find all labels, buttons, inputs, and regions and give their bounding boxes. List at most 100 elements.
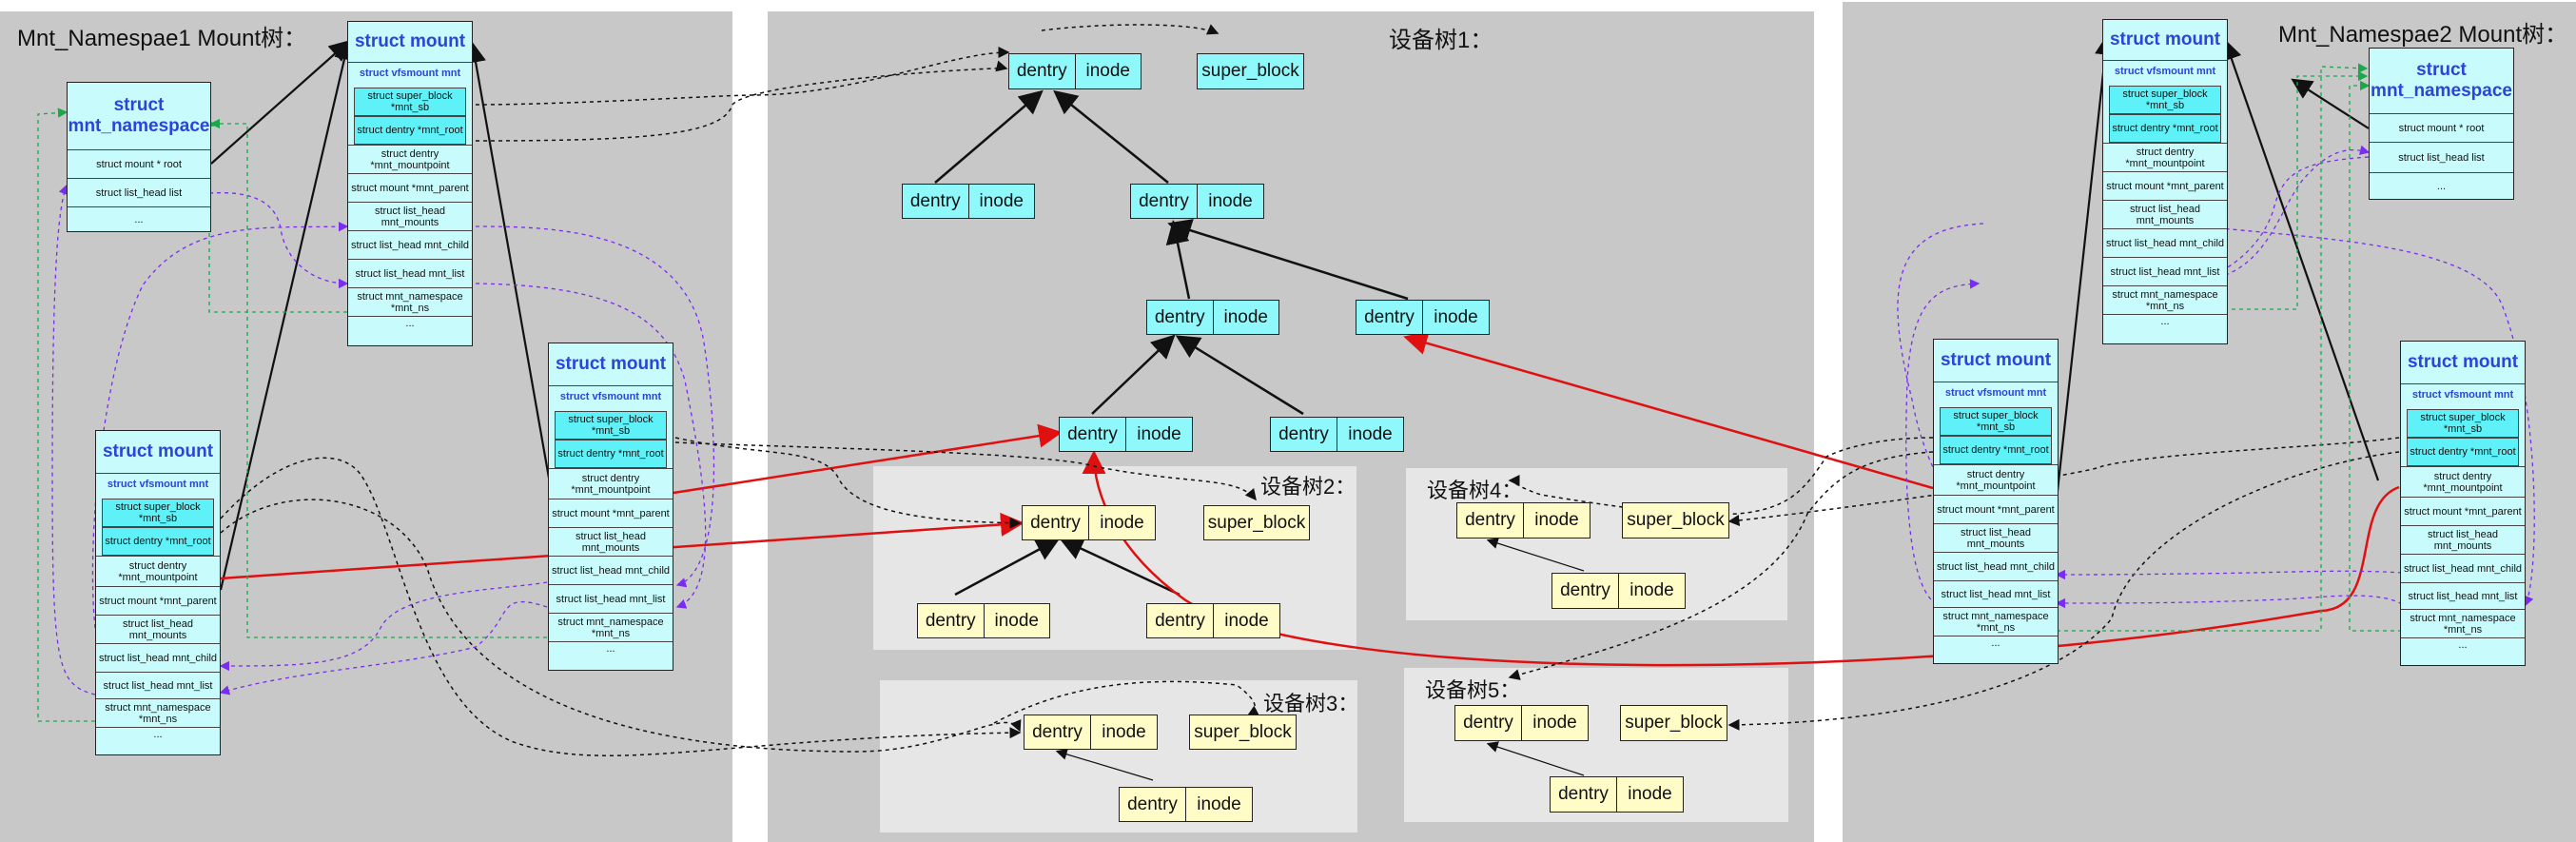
dentry-label: dentry [1032, 721, 1083, 742]
dt3-super-block: super_block [1189, 715, 1297, 750]
dentry-label: dentry [1127, 793, 1178, 814]
dt5-super-block: super_block [1620, 705, 1727, 741]
mnt-root-field: struct dentry *mnt_root [1940, 436, 2052, 464]
ns-list-field: struct list_head list [68, 178, 210, 206]
inode-label: inode [1090, 715, 1157, 749]
device-tree-3-title: 设备树3： [1263, 692, 1359, 715]
child-field: struct list_head mnt_child [2401, 554, 2525, 582]
inode-label: inode [1088, 506, 1155, 539]
more-field: ... [348, 316, 472, 329]
dentry-label: dentry [1154, 306, 1205, 327]
struct-title: struct mount [354, 31, 466, 51]
struct-mount: struct mount struct vfsmount mnt struct … [347, 21, 473, 346]
dentry-label: dentry [1155, 610, 1205, 631]
device-tree-2-title: 设备树2： [1260, 475, 1356, 499]
dt1-dentry-inode: dentry inode [1270, 417, 1404, 452]
dentry-label: dentry [909, 190, 961, 211]
inode-label: inode [1521, 706, 1588, 740]
struct-mount: struct mount struct vfsmount mnt struct … [1933, 339, 2059, 664]
ns-root-field: struct mount * root [68, 149, 210, 178]
inode-label: inode [1212, 301, 1279, 334]
mnt-namespace-2: struct mnt_namespace struct mount * root… [2369, 48, 2514, 200]
ns-root-field: struct mount * root [2370, 113, 2513, 142]
dentry-label: dentry [1030, 512, 1081, 533]
left-panel-title: Mnt_Namespae1 Mount树： [17, 26, 307, 51]
mnt-root-field: struct dentry *mnt_root [102, 527, 214, 556]
dt4-dentry-inode: dentry inode [1551, 573, 1686, 609]
mounts-field: struct list_head mnt_mounts [2401, 525, 2525, 554]
struct-title: struct mount [102, 441, 214, 461]
dentry-label: dentry [1139, 190, 1189, 211]
child-field: struct list_head mnt_child [1934, 552, 2058, 580]
struct-title: struct mnt_namespace [2371, 60, 2512, 101]
edge [934, 89, 1044, 184]
child-field: struct list_head mnt_child [2103, 228, 2227, 257]
mnt-sb-field: struct super_block *mnt_sb [1940, 407, 2052, 436]
mnt-ns-field: struct mnt_namespace *mnt_ns [96, 698, 220, 727]
dt1-dentry-inode: dentry inode [1130, 184, 1264, 219]
mnt-ns-field: struct mnt_namespace *mnt_ns [549, 613, 673, 641]
dt5-root-dentry-inode: dentry inode [1454, 705, 1589, 741]
dt1-dentry-inode: dentry inode [902, 184, 1035, 219]
struct-title: struct mount [2407, 352, 2519, 372]
inode-label: inode [1337, 418, 1403, 451]
parent-field: struct mount *mnt_parent [348, 173, 472, 202]
dentry-label: dentry [1067, 423, 1118, 444]
dt2-dentry-inode: dentry inode [917, 603, 1050, 638]
mnt-sb-field: struct super_block *mnt_sb [555, 411, 667, 440]
dt3-dentry-inode: dentry inode [1119, 787, 1253, 822]
mnt-sb-field: struct super_block *mnt_sb [2407, 409, 2519, 438]
mountpoint-field: struct dentry *mnt_mountpoint [2401, 466, 2525, 497]
parent-field: struct mount *mnt_parent [2401, 497, 2525, 525]
mountpoint-field: struct dentry *mnt_mountpoint [549, 468, 673, 499]
dt4-root-dentry-inode: dentry inode [1456, 502, 1590, 538]
dt1-dentry-inode: dentry inode [1356, 300, 1490, 335]
struct-title: struct mnt_namespace [68, 95, 210, 136]
mnt-ns-field: struct mnt_namespace *mnt_ns [2103, 285, 2227, 314]
mnt-ns-field: struct mnt_namespace *mnt_ns [1934, 607, 2058, 636]
mnt-list-field: struct list_head mnt_list [96, 672, 220, 698]
parent-field: struct mount *mnt_parent [549, 499, 673, 527]
mountpoint-field: struct dentry *mnt_mountpoint [1934, 464, 2058, 495]
dentry-label: dentry [1463, 713, 1513, 733]
child-field: struct list_head mnt_child [348, 230, 472, 259]
vfsmount-label: struct vfsmount mnt [1934, 382, 2058, 403]
mnt-root-field: struct dentry *mnt_root [555, 440, 667, 468]
dentry-label: dentry [925, 610, 976, 631]
parent-field: struct mount *mnt_parent [96, 586, 220, 615]
mnt-list-field: struct list_head mnt_list [1934, 580, 2058, 607]
dentry-label: dentry [1278, 423, 1329, 444]
mnt-sb-field: struct super_block *mnt_sb [102, 499, 214, 527]
dt2-dentry-inode: dentry inode [1146, 603, 1280, 638]
mnt-sb-field: struct super_block *mnt_sb [2109, 86, 2221, 114]
struct-title: struct mount [1940, 350, 2052, 370]
mnt-root-field: struct dentry *mnt_root [2109, 114, 2221, 143]
device-tree-5-title: 设备树5： [1425, 678, 1521, 702]
center-panel-title: 设备树1： [1389, 28, 1493, 53]
more-field: ... [549, 641, 673, 655]
dentry-label: dentry [1016, 61, 1067, 81]
dt1-super-block: super_block [1197, 53, 1304, 89]
ns-list-field: struct list_head list [2370, 142, 2513, 172]
dentry-label: dentry [1560, 580, 1610, 600]
right-panel-title: Mnt_Namespae2 Mount树： [2278, 22, 2568, 48]
mnt-ns-field: struct mnt_namespace *mnt_ns [348, 287, 472, 316]
mnt-root-field: struct dentry *mnt_root [354, 116, 466, 145]
dt2-root-dentry-inode: dentry inode [1022, 505, 1156, 540]
vfsmount-label: struct vfsmount mnt [348, 62, 472, 84]
vfsmount-label: struct vfsmount mnt [549, 385, 673, 407]
inode-label: inode [983, 604, 1050, 637]
ns-more-field: ... [68, 206, 210, 231]
dentry-label: dentry [1465, 510, 1515, 530]
dt1-root-dentry-inode: dentry inode [1008, 53, 1142, 89]
more-field: ... [2103, 314, 2227, 327]
parent-field: struct mount *mnt_parent [1934, 495, 2058, 523]
struct-mount: struct mount struct vfsmount mnt struct … [548, 343, 673, 671]
more-field: ... [2401, 637, 2525, 651]
mnt-namespace-1: struct mnt_namespace struct mount * root… [67, 82, 211, 232]
inode-label: inode [1197, 185, 1263, 218]
struct-mount: struct mount struct vfsmount mnt struct … [2400, 341, 2526, 666]
more-field: ... [96, 727, 220, 740]
mnt-sb-field: struct super_block *mnt_sb [354, 88, 466, 116]
